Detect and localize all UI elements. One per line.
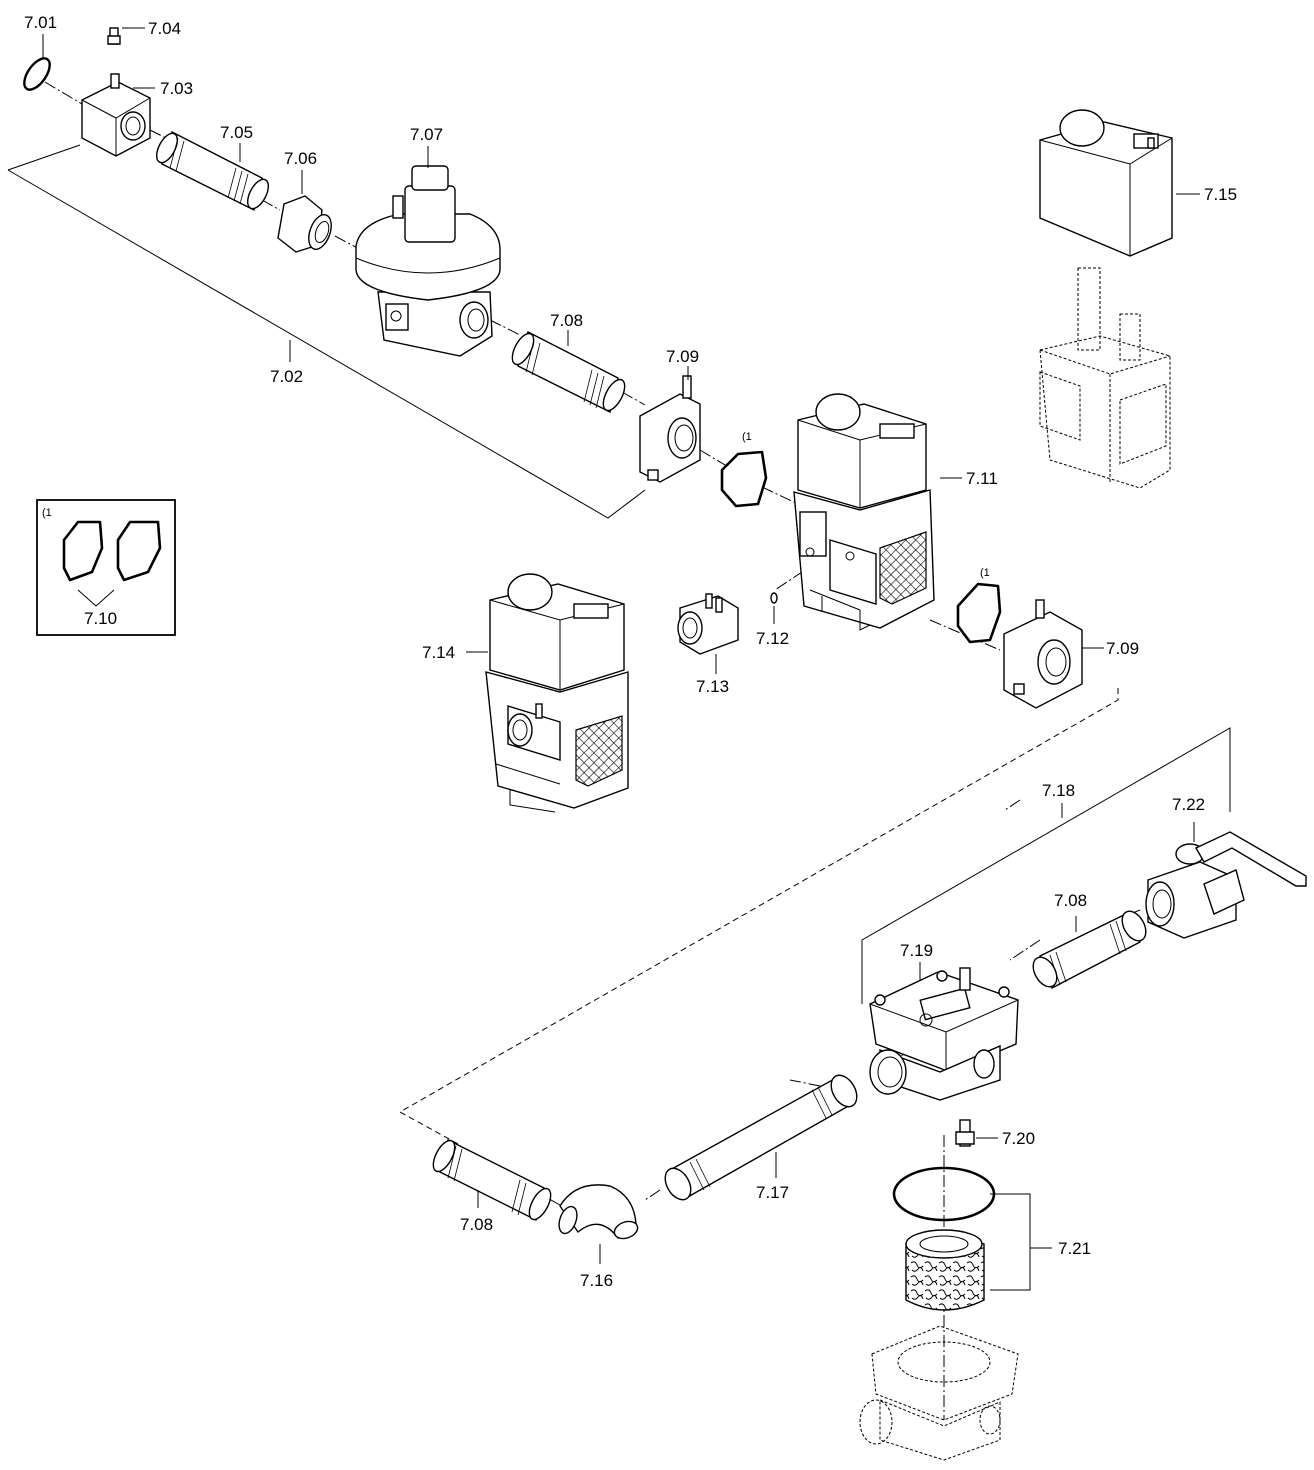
- part-7-06-reducer: [277, 195, 332, 253]
- footnote-mark-gasket-upper: (1: [742, 431, 752, 443]
- part-7-16-elbow: [558, 1184, 639, 1240]
- label-7-09-upper: 7.09: [666, 347, 699, 366]
- part-7-15-valve-cover: [1039, 109, 1173, 257]
- part-7-21-filter-insert-and-gasket: [892, 1166, 996, 1311]
- label-7-22: 7.22: [1172, 795, 1205, 814]
- label-7-02: 7.02: [270, 367, 303, 386]
- part-7-19-gas-filter: [869, 967, 1019, 1101]
- part-7-20-test-nipple: [955, 1119, 975, 1147]
- label-7-08-lower: 7.08: [460, 1215, 493, 1234]
- axis-line-upper: [44, 81, 821, 591]
- phantom-valve-body: [1039, 267, 1171, 489]
- label-7-17: 7.17: [756, 1183, 789, 1202]
- part-7-14-valve-with-pressure-switch: [485, 573, 629, 813]
- footnote-mark-gasket-lower: (1: [980, 567, 990, 579]
- part-7-09-flange-upper: [639, 375, 701, 483]
- gasket-lower: [956, 582, 1002, 644]
- label-7-19: 7.19: [900, 941, 933, 960]
- gasket-upper: [720, 450, 768, 508]
- part-7-17-long-pipe-nipple: [664, 1074, 858, 1201]
- part-7-08-nipple-upper: [511, 330, 626, 414]
- label-7-04: 7.04: [148, 19, 181, 38]
- part-7-07-pressure-regulator: [355, 165, 501, 357]
- part-7-03-flange: [81, 73, 151, 157]
- axis-line-lower: [541, 619, 1141, 1206]
- label-7-07: 7.07: [410, 125, 443, 144]
- axis-line-connection: [398, 688, 1119, 1146]
- label-7-13: 7.13: [696, 677, 729, 696]
- leader-lines: [42, 27, 1200, 1291]
- label-7-09-lower: 7.09: [1106, 639, 1139, 658]
- label-7-08-upper: 7.08: [550, 311, 583, 330]
- label-7-15: 7.15: [1204, 185, 1237, 204]
- footnote-mark-inset: (1: [42, 507, 52, 519]
- part-7-11-double-solenoid-valve: [793, 393, 935, 631]
- part-7-05-pipe-nipple: [155, 130, 270, 212]
- label-7-16: 7.16: [580, 1271, 613, 1290]
- inset-7-10-gasket-set: [36, 499, 176, 636]
- label-7-11: 7.11: [966, 469, 998, 488]
- label-7-03: 7.03: [160, 79, 193, 98]
- part-7-22-ball-valve: [1145, 831, 1307, 939]
- bracket-7-02: [7, 144, 646, 519]
- part-7-13-pressure-switch: [677, 593, 739, 655]
- label-7-18: 7.18: [1042, 781, 1075, 800]
- part-7-08-nipple-right: [1032, 910, 1147, 989]
- label-7-20: 7.20: [1002, 1129, 1035, 1148]
- label-7-12: 7.12: [756, 629, 789, 648]
- label-7-01: 7.01: [24, 13, 57, 32]
- part-7-12-small-o-ring: [770, 592, 778, 604]
- label-7-10: 7.10: [84, 609, 117, 628]
- label-7-21: 7.21: [1058, 1239, 1091, 1258]
- bracket-7-18: [861, 727, 1231, 1004]
- part-7-01-o-ring: [23, 57, 51, 91]
- label-7-05: 7.05: [220, 123, 253, 142]
- phantom-filter-housing: [859, 1325, 1019, 1461]
- label-7-08-right: 7.08: [1054, 891, 1087, 910]
- label-7-14: 7.14: [422, 643, 455, 662]
- part-7-08-nipple-lower: [432, 1138, 552, 1222]
- part-7-04-test-nipple: [107, 27, 121, 45]
- label-7-06: 7.06: [284, 149, 317, 168]
- part-7-09-flange-lower: [1003, 599, 1083, 709]
